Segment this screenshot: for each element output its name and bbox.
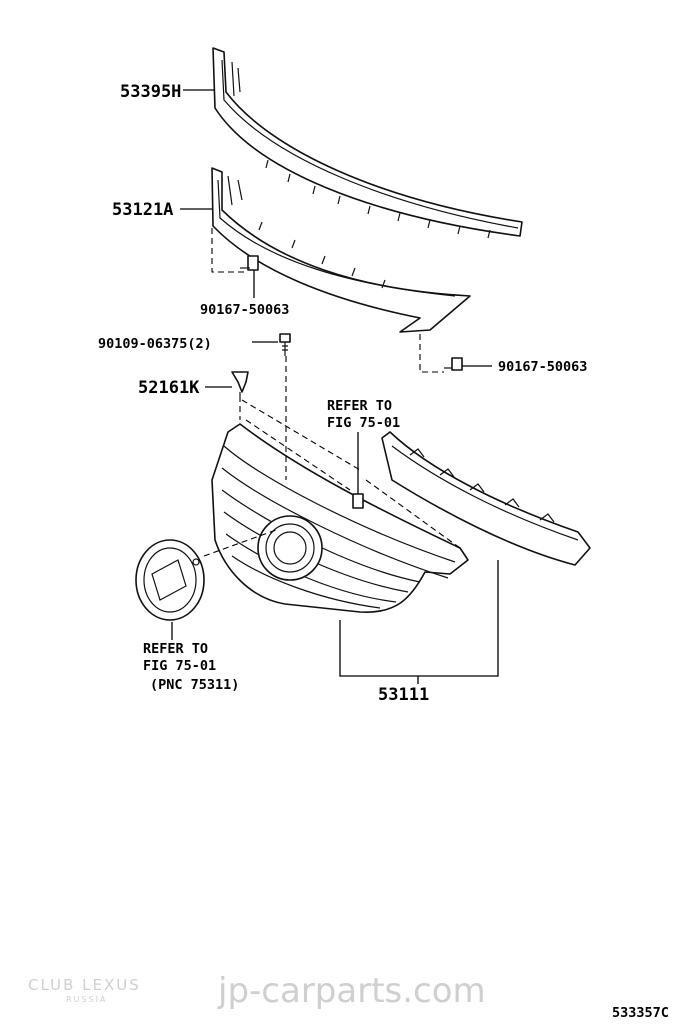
refer-left-line1: REFER TO	[143, 641, 208, 657]
figure-code: 533357C	[612, 1005, 669, 1021]
molding-53395h	[212, 47, 523, 239]
refer-left-line3: (PNC 75311)	[150, 677, 239, 693]
label-52161k: 52161K	[138, 378, 200, 398]
clip-90167-b	[444, 357, 463, 371]
emblem-badge	[135, 539, 205, 621]
clip-90167-a	[240, 255, 259, 271]
label-53111: 53111	[378, 685, 429, 705]
refer-left-line2: FIG 75-01	[143, 658, 216, 674]
club-lexus-logo: CLUB LEXUS	[28, 976, 141, 994]
label-90109-06375: 90109-06375(2)	[98, 336, 212, 352]
screw-90109	[279, 333, 291, 356]
radiator-grille	[211, 423, 469, 613]
clip-52161k	[231, 371, 249, 396]
refer-right-line1: REFER TO	[327, 398, 392, 414]
label-90167-50063-left: 90167-50063	[200, 302, 289, 318]
club-lexus-russia: RUSSIA	[66, 995, 107, 1004]
label-90167-50063-right: 90167-50063	[498, 359, 587, 375]
site-watermark: jp-carparts.com	[217, 971, 486, 1011]
refer-right-line2: FIG 75-01	[327, 415, 400, 431]
label-53395h: 53395H	[120, 82, 181, 102]
label-53121a: 53121A	[112, 200, 173, 220]
retainer-strip	[381, 431, 591, 566]
nut-grille	[352, 493, 364, 509]
molding-53121a	[211, 167, 471, 333]
